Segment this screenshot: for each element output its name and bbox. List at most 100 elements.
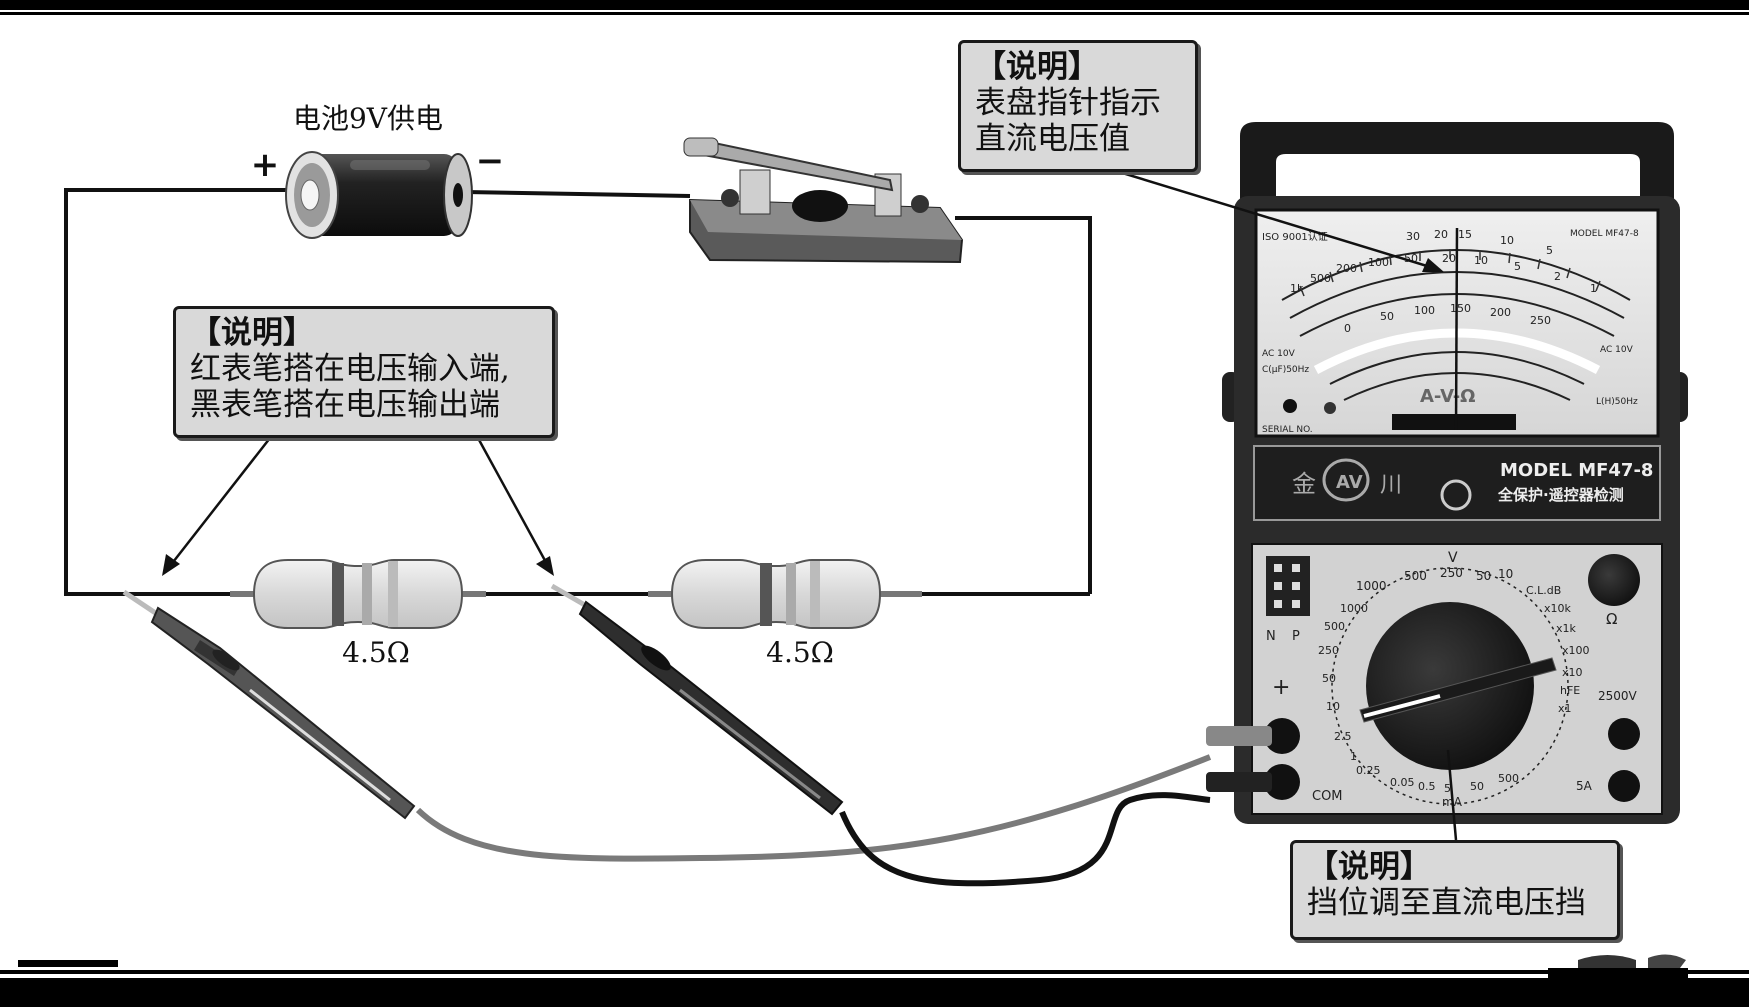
jack-5a[interactable] bbox=[1608, 770, 1640, 802]
selector-range-10: 10 bbox=[1498, 567, 1513, 581]
jack-2500v[interactable] bbox=[1608, 718, 1640, 750]
zero-adjust-screw[interactable] bbox=[1440, 479, 1472, 511]
selector-left-1: 1 bbox=[1350, 750, 1357, 763]
brand-logo bbox=[1322, 458, 1370, 502]
dial-mid-0: 0 bbox=[1344, 322, 1351, 335]
circuit-wires bbox=[64, 188, 1092, 596]
note-needle-line2: 直流电压值 bbox=[975, 121, 1130, 157]
note-probes-line1: 红表笔搭在电压输入端, bbox=[190, 351, 510, 387]
annotation-arrowheads bbox=[162, 258, 1444, 576]
selector-left-1000: 1000 bbox=[1340, 602, 1368, 615]
note-needle-line1: 表盘指针指示 bbox=[975, 85, 1161, 121]
selector-range-50: 50 bbox=[1476, 569, 1491, 583]
battery bbox=[285, 151, 473, 239]
multimeter: ISO 9001认证 MODEL MF47-8 30 20 15 10 5 1k… bbox=[1206, 122, 1688, 824]
dial-ticks bbox=[1299, 249, 1601, 297]
selector-right-x1k: x1k bbox=[1556, 622, 1577, 635]
page-corner-ornament bbox=[1578, 955, 1636, 968]
note-probes-line2: 黑表笔搭在电压输出端 bbox=[190, 387, 500, 423]
jack-com-label: COM bbox=[1312, 789, 1343, 804]
selector-bottom-0.5: 0.5 bbox=[1418, 780, 1436, 793]
resistor-2 bbox=[648, 559, 922, 629]
dial-mid-100: 100 bbox=[1414, 304, 1435, 317]
dial-ohm-2: 2 bbox=[1554, 270, 1561, 283]
brand-right: 川 bbox=[1380, 473, 1402, 498]
dial-units: A-V-Ω bbox=[1420, 386, 1476, 407]
dial-iso-text: ISO 9001认证 bbox=[1262, 230, 1328, 243]
selector-right-cldb: C.L.dB bbox=[1526, 584, 1561, 597]
dial-ohm-1k: 1k bbox=[1290, 282, 1304, 295]
dial-ohm-10: 10 bbox=[1474, 254, 1488, 267]
selector-v-label: V bbox=[1448, 550, 1458, 566]
dial-mid-50: 50 bbox=[1380, 310, 1394, 323]
dial-scale-10: 10 bbox=[1500, 234, 1514, 247]
knife-switch bbox=[683, 137, 964, 264]
svg-text:AV: AV bbox=[1336, 472, 1363, 493]
transistor-socket[interactable] bbox=[1266, 556, 1310, 616]
selector-bottom-0.05: 0.05 bbox=[1390, 776, 1415, 789]
red-lead-cable bbox=[415, 754, 1212, 862]
selector-left-250: 250 bbox=[1318, 644, 1339, 657]
resistor-1-label: 4.5Ω bbox=[342, 636, 410, 669]
meter-slogan: 全保护·遥控器检测 bbox=[1497, 486, 1624, 504]
bottom-frame-bar bbox=[0, 978, 1749, 1007]
dial-mid-250: 250 bbox=[1530, 314, 1551, 327]
dial-model-text: MODEL MF47-8 bbox=[1570, 229, 1639, 239]
selector-left-500: 500 bbox=[1324, 620, 1345, 633]
model-badge: MODEL MF47-8 bbox=[1500, 460, 1653, 481]
dial-ac-left: AC 10V bbox=[1262, 349, 1296, 359]
selector-right-x100: x100 bbox=[1562, 644, 1590, 657]
selector-left-50: 50 bbox=[1322, 672, 1336, 685]
selector-range-ring bbox=[1331, 567, 1569, 805]
ohm-adjust-knob[interactable] bbox=[1588, 554, 1640, 606]
note-needle: 【说明】 表盘指针指示 直流电压值 bbox=[958, 40, 1198, 172]
note-needle-title: 【说明】 bbox=[975, 49, 1099, 85]
dial-ohm-5: 5 bbox=[1514, 260, 1521, 273]
dial-ohm-100: 100 bbox=[1368, 256, 1389, 269]
dial-ohm-20: 20 bbox=[1442, 252, 1456, 265]
note-probes: 【说明】 红表笔搭在电压输入端, 黑表笔搭在电压输出端 bbox=[173, 306, 555, 438]
note-probes-title: 【说明】 bbox=[190, 315, 314, 351]
top-frame-line bbox=[0, 12, 1749, 15]
selector-bottom-5: 5 bbox=[1444, 782, 1451, 795]
battery-minus-sign: − bbox=[476, 141, 505, 181]
selector-pointer bbox=[1363, 694, 1441, 718]
page-corner-mark bbox=[18, 960, 118, 967]
selector-right-x10k: x10k bbox=[1544, 602, 1572, 615]
note-range: 【说明】 挡位调至直流电压挡 bbox=[1290, 840, 1620, 940]
battery-plus-sign: + bbox=[251, 145, 280, 185]
dial-mid-150: 150 bbox=[1450, 302, 1471, 315]
resistor-1 bbox=[230, 559, 486, 629]
brand-left: 金 bbox=[1292, 470, 1316, 498]
ohm-adjust-label: Ω bbox=[1606, 610, 1617, 628]
dial-scale-30: 30 bbox=[1406, 230, 1420, 243]
selector-range-1000: 1000 bbox=[1356, 579, 1387, 593]
page-corner-mark-right bbox=[1548, 968, 1688, 978]
selector-left-10: 10 bbox=[1326, 700, 1340, 713]
jack-plus[interactable] bbox=[1264, 718, 1300, 754]
red-test-probe bbox=[122, 589, 416, 820]
annotation-arrows bbox=[169, 166, 1458, 841]
note-range-line1: 挡位调至直流电压挡 bbox=[1307, 885, 1586, 921]
jack-com[interactable] bbox=[1264, 764, 1300, 800]
selector-right-hfe: hFE bbox=[1560, 684, 1580, 697]
selector-right-x10: x10 bbox=[1562, 666, 1583, 679]
resistor-2-label: 4.5Ω bbox=[766, 636, 834, 669]
red-lead-plug bbox=[1206, 726, 1272, 746]
meter-needle bbox=[1454, 227, 1459, 431]
dial-scale-15: 15 bbox=[1458, 228, 1472, 241]
selector-left-0.25: 0.25 bbox=[1356, 764, 1381, 777]
selector-range-500: 500 bbox=[1404, 569, 1427, 583]
dial-freq-left: C(μF)50Hz bbox=[1262, 365, 1309, 375]
black-lead-plug bbox=[1206, 772, 1272, 792]
dial-freq-right: L(H)50Hz bbox=[1596, 397, 1638, 407]
note-range-title: 【说明】 bbox=[1307, 849, 1431, 885]
battery-label: 电池9V供电 bbox=[293, 102, 443, 135]
jack-5a-label: 5A bbox=[1576, 779, 1593, 793]
black-lead-cable bbox=[839, 792, 1211, 887]
dial-ohm-1: 1 bbox=[1590, 282, 1597, 295]
selector-left-2.5: 2.5 bbox=[1334, 730, 1352, 743]
dial-serial: SERIAL NO. bbox=[1262, 425, 1313, 435]
selector-bottom-500: 500 bbox=[1498, 772, 1519, 785]
jack-2500v-label: 2500V bbox=[1598, 689, 1638, 703]
